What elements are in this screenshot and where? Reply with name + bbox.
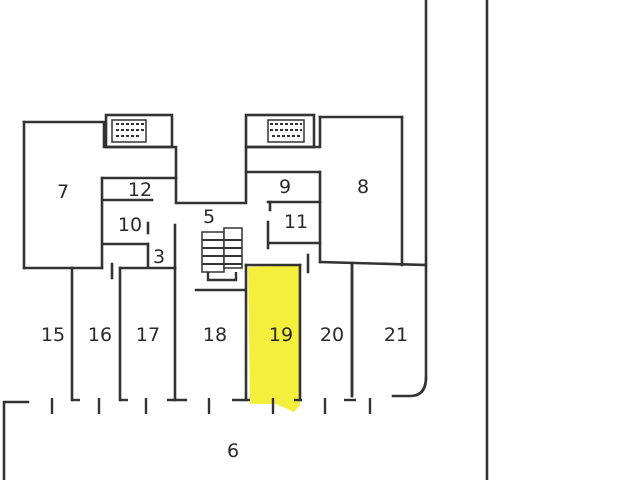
unit-label-10: 10	[118, 214, 142, 236]
unit-label-5: 5	[203, 206, 215, 228]
unit-label-18: 18	[203, 324, 227, 346]
unit-label-11: 11	[284, 211, 308, 233]
unit-label-20: 20	[320, 324, 344, 346]
unit-label-6: 6	[227, 440, 239, 462]
unit-label-15: 15	[41, 324, 65, 346]
center-stair-icon	[201, 227, 243, 282]
unit-label-7: 7	[57, 181, 69, 203]
stair-icon	[111, 119, 147, 143]
unit-label-16: 16	[88, 324, 112, 346]
unit-label-21: 21	[384, 324, 408, 346]
unit-label-3: 3	[153, 246, 165, 268]
unit-label-8: 8	[357, 176, 369, 198]
unit-label-9: 9	[279, 176, 291, 198]
unit-label-17: 17	[136, 324, 160, 346]
stair-icon	[267, 119, 305, 143]
unit-label-19[interactable]: 19	[269, 324, 293, 346]
unit-label-12: 12	[128, 179, 152, 201]
unit-19-highlight[interactable]	[248, 265, 300, 412]
